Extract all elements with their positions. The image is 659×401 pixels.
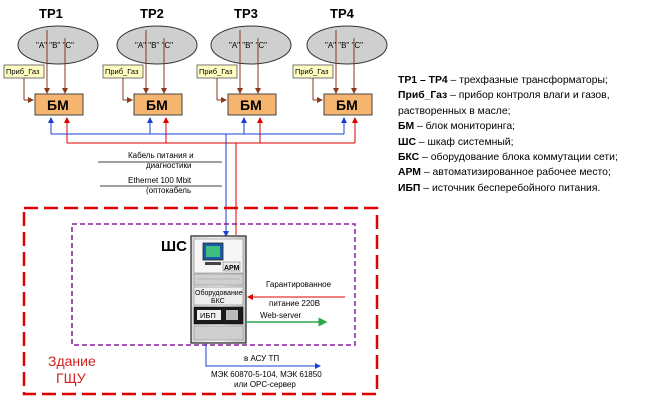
legend-text: – оборудование блока коммутации сети; (419, 152, 618, 164)
transformer-1-bm-box (34, 93, 84, 116)
ups-display (197, 310, 221, 320)
transformer-1-gas-sensor-label: Приб_Газ (6, 67, 40, 76)
asu-tp-arrow (205, 343, 321, 369)
transformer-4-phases: "A" "B" "C" (325, 41, 363, 50)
arm-screen (206, 246, 220, 257)
transformer-4: ТР4 "A" "B" "C" Приб_Газ БМ (292, 6, 388, 116)
power-bus (64, 117, 358, 235)
arm-cabinet-box (222, 261, 241, 272)
cabinet-shelf (193, 273, 244, 286)
transformer-1-title: ТР1 (39, 6, 63, 21)
building-label-line1: Здание (48, 353, 96, 369)
system-cabinet: ШС АРМ Оборудование БКС ИБП (161, 235, 247, 344)
transformer-3-title: ТР3 (234, 6, 258, 21)
legend-term: Приб_Газ (398, 90, 448, 102)
arm-label: АРМ (224, 265, 240, 272)
building-label-line2: ГЩУ (56, 370, 86, 386)
legend-text: – шкаф системный; (415, 136, 514, 148)
legend-text: – прибор контроля влаги и газов, раствор… (398, 90, 610, 117)
transformer-4-title: ТР4 (330, 6, 355, 21)
transformer-2-gas-sensor-label: Приб_Газ (105, 67, 139, 76)
transformer-3-phases: "A" "B" "C" (229, 41, 267, 50)
bks-label-line1: Оборудование (195, 289, 243, 297)
ups-indicator (226, 310, 238, 320)
transformer-2-tank (116, 25, 198, 65)
power-cable-label-line2: диагностики (146, 161, 191, 170)
legend-term: БКС (398, 152, 420, 164)
transformer-1-bm-label: БМ (47, 97, 69, 113)
cabinet-base (193, 325, 244, 341)
web-server-label: Web-server (260, 311, 302, 320)
asu-label-line2: МЭК 60870-5-104, МЭК 61850 (211, 370, 322, 379)
ethernet-label-line2: (оптокабель (146, 186, 191, 195)
legend-row-tp: ТР1 – ТР4 – трехфазные трансформаторы; (398, 73, 656, 88)
cabinet-label: ШС (161, 238, 187, 255)
transformer-2-bm-label: БМ (146, 97, 168, 113)
legend-row-prib: Приб_Газ – прибор контроля влаги и газов… (398, 88, 656, 119)
legend-row-shs: ШС – шкаф системный; (398, 135, 656, 150)
legend-term: АРМ (398, 167, 421, 179)
bks-panel (193, 286, 244, 306)
transformer-3-tank (210, 25, 292, 65)
legend-term: ШС (398, 136, 416, 148)
legend-row-arm: АРМ – автоматизированное рабочее место; (398, 165, 656, 180)
transformer-1-tank (17, 25, 99, 65)
legend-term: ИБП (398, 182, 421, 194)
ups-label: ИБП (200, 311, 216, 320)
legend-text: – трехфазные трансформаторы; (447, 75, 608, 86)
transformer-3-bm-label: БМ (240, 97, 262, 113)
cabinet-zone (71, 223, 356, 346)
bks-label-line2: БКС (211, 298, 225, 305)
transformer-1-phases: "A" "B" "C" (36, 41, 74, 50)
legend-text: – источник бесперебойного питания. (420, 182, 601, 194)
arm-keyboard (205, 262, 221, 265)
building-outline (22, 206, 379, 396)
legend-text: – блок мониторинга; (414, 121, 515, 133)
transformer-2: ТР2 "A" "B" "C" Приб_Газ БМ (102, 6, 198, 116)
legend-text: – автоматизированное рабочее место; (420, 167, 611, 179)
transformer-4-bm-label: БМ (336, 97, 358, 113)
legend-row-bm: БМ – блок мониторинга; (398, 119, 656, 134)
ethernet-label-line1: Ethernet 100 Mbit (128, 176, 192, 185)
transformer-monitoring-diagram: ТР1 "A" "B" "C" Приб_Газ БМ ТР2 "A" "B" … (3, 6, 388, 396)
ethernet-bus (48, 117, 347, 237)
legend-term: БМ (398, 121, 415, 133)
legend: ТР1 – ТР4 – трехфазные трансформаторы; П… (398, 73, 656, 196)
transformer-4-bm-box (323, 93, 373, 116)
transformer-3: ТР3 "A" "B" "C" Приб_Газ БМ (196, 6, 292, 116)
transformer-2-phases: "A" "B" "C" (135, 41, 173, 50)
transformer-2-title: ТР2 (140, 6, 164, 21)
power-cable-label-line1: Кабель питания и (128, 151, 194, 160)
power-input-label-line2: питание 220В (269, 299, 320, 308)
legend-row-bks: БКС – оборудование блока коммутации сети… (398, 150, 656, 165)
asu-label-line1: в АСУ ТП (244, 354, 279, 363)
asu-label-line3: или OPC-сервер (234, 380, 296, 389)
transformer-4-gas-sensor-label: Приб_Газ (295, 67, 329, 76)
transformer-2-bm-box (133, 93, 183, 116)
power-input-label-line1: Гарантированное (266, 280, 332, 289)
transformer-4-tank (306, 25, 388, 65)
cable-labels: Кабель питания и диагностики Ethernet 10… (98, 151, 222, 195)
transformer-3-gas-sensor-label: Приб_Газ (199, 67, 233, 76)
transformer-3-bm-box (227, 93, 277, 116)
legend-row-ibp: ИБП – источник бесперебойного питания. (398, 181, 656, 196)
legend-term: ТР1 – ТР4 (398, 75, 448, 86)
transformer-1: ТР1 "A" "B" "C" Приб_Газ БМ (3, 6, 99, 116)
